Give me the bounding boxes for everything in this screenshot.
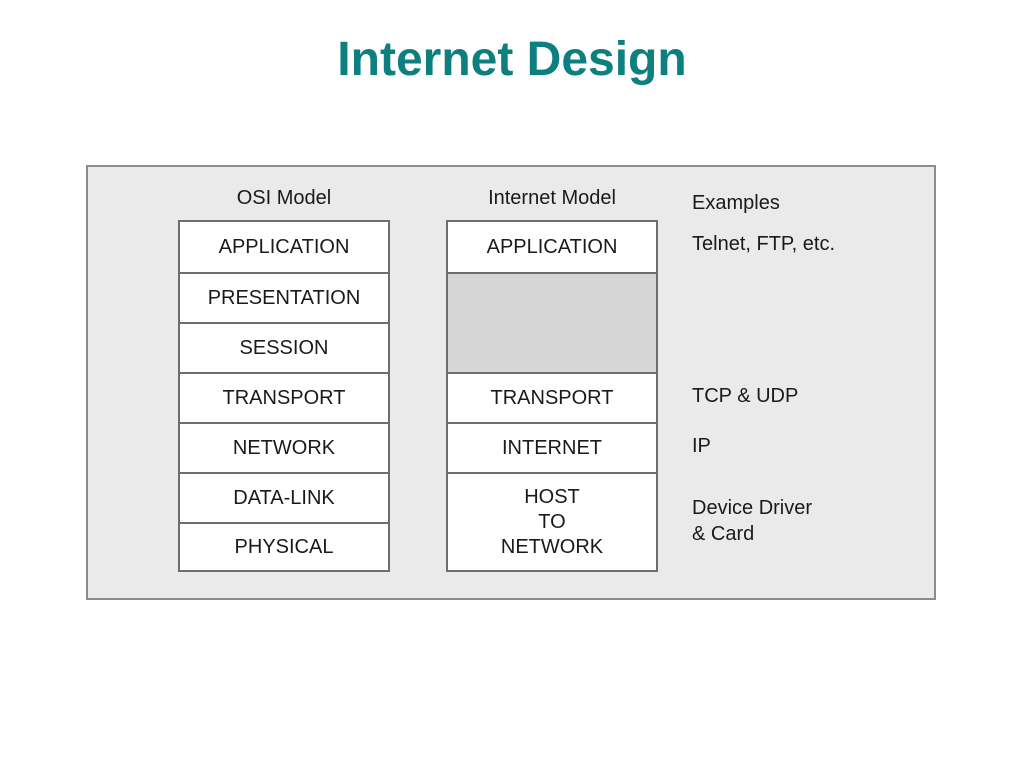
internet-layer-empty (448, 272, 656, 372)
slide-title: Internet Design (337, 33, 687, 86)
examples-header: Examples (692, 192, 780, 214)
example-internet: IP (692, 435, 711, 457)
osi-layer-physical: PHYSICAL (180, 522, 388, 570)
osi-layer-transport: TRANSPORT (180, 372, 388, 422)
internet-layer-internet: INTERNET (448, 422, 656, 472)
internet-layer-host-to-network: HOST TO NETWORK (448, 472, 656, 570)
internet-stack: APPLICATION TRANSPORT INTERNET HOST TO N… (446, 220, 658, 572)
osi-layer-network: NETWORK (180, 422, 388, 472)
example-host-to-network: Device Driver & Card (692, 497, 813, 545)
osi-layer-data-link: DATA-LINK (180, 472, 388, 522)
example-transport: TCP & UDP (692, 385, 799, 407)
internet-model-header: Internet Model (488, 187, 616, 209)
internet-layer-application: APPLICATION (486, 235, 618, 258)
internet-layer-transport: TRANSPORT (448, 372, 656, 422)
osi-layer-presentation: PRESENTATION (180, 272, 388, 322)
osi-vs-internet-figure: OSI Model Internet Model Examples APPLIC… (86, 165, 936, 600)
osi-layer-application: APPLICATION (218, 235, 350, 258)
osi-layer-session: SESSION (180, 322, 388, 372)
osi-stack: APPLICATION PRESENTATION SESSION TRANSPO… (178, 220, 390, 572)
example-application: Telnet, FTP, etc. (692, 233, 836, 255)
osi-model-header: OSI Model (236, 187, 332, 209)
